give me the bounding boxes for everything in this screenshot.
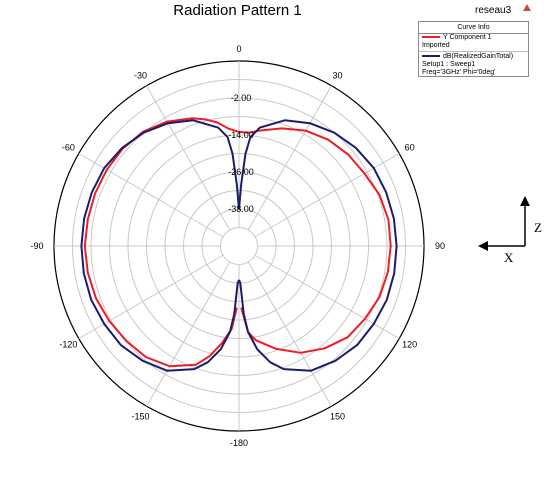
grid-spoke: [247, 85, 332, 231]
angle-tick-label: 150: [330, 412, 345, 422]
radial-tick-label: -26.00: [228, 167, 254, 177]
legend-entry-2: dB(RealizedGainTotal): [419, 53, 528, 61]
angle-tick-label: 120: [402, 340, 417, 350]
grid-spoke: [254, 254, 400, 339]
legend-swatch-navy: [422, 55, 440, 58]
angle-tick-label: -150: [131, 412, 149, 422]
grid-spoke: [254, 153, 400, 238]
grid-spoke: [78, 153, 224, 238]
legend-entry-2-sub2: Freq='3GHz' Phi='0deg': [419, 69, 528, 77]
radial-tick-label: -38.00: [228, 204, 254, 214]
angle-tick-label: -180: [230, 438, 248, 448]
radial-tick-label: -2.00: [231, 93, 252, 103]
legend-entry-2-line1: dB(RealizedGainTotal): [443, 53, 514, 60]
legend-entry-2-sub1: Setup1 : Sweep1: [419, 61, 528, 69]
legend-swatch-red: [422, 36, 440, 39]
angle-tick-label: 60: [405, 143, 415, 153]
series-line-2: [80, 119, 398, 372]
legend-entry-1-line1: Y Component 1: [443, 34, 492, 41]
legend-entry-1-sub: Imported: [419, 42, 528, 50]
grid-circle: [220, 227, 258, 265]
legend-entry-1: Y Component 1: [419, 34, 528, 42]
legend-entry-1-line2: Imported: [422, 42, 450, 49]
z-arrow-icon: [520, 196, 530, 206]
x-arrow-icon: [478, 241, 488, 251]
angle-tick-label: 0: [236, 44, 241, 54]
grid-spoke: [247, 261, 332, 407]
z-axis-label: Z: [534, 220, 542, 235]
grid-spoke: [146, 261, 231, 407]
project-name: reseau3: [475, 5, 512, 16]
series-line-1: [83, 117, 392, 368]
angle-tick-label: -90: [30, 241, 43, 251]
chart-title: Radiation Pattern 1: [173, 2, 302, 19]
angle-tick-label: 30: [332, 70, 342, 80]
legend-entry-2-line3: Freq='3GHz' Phi='0deg': [422, 69, 496, 76]
grid-spoke: [146, 85, 231, 231]
legend-entry-2-line2: Setup1 : Sweep1: [422, 61, 476, 68]
legend-box[interactable]: Curve Info Y Component 1 Imported dB(Rea…: [418, 21, 529, 77]
radial-tick-label: -14.00: [228, 130, 254, 140]
legend-separator: [419, 51, 528, 52]
x-axis-label: X: [504, 250, 514, 265]
warning-icon[interactable]: [523, 4, 531, 11]
angle-tick-label: 90: [435, 241, 445, 251]
grid-spoke: [78, 254, 224, 339]
angle-tick-label: -120: [59, 340, 77, 350]
legend-title: Curve Info: [419, 22, 528, 34]
angle-tick-label: -60: [62, 143, 75, 153]
angle-tick-label: -30: [134, 70, 147, 80]
